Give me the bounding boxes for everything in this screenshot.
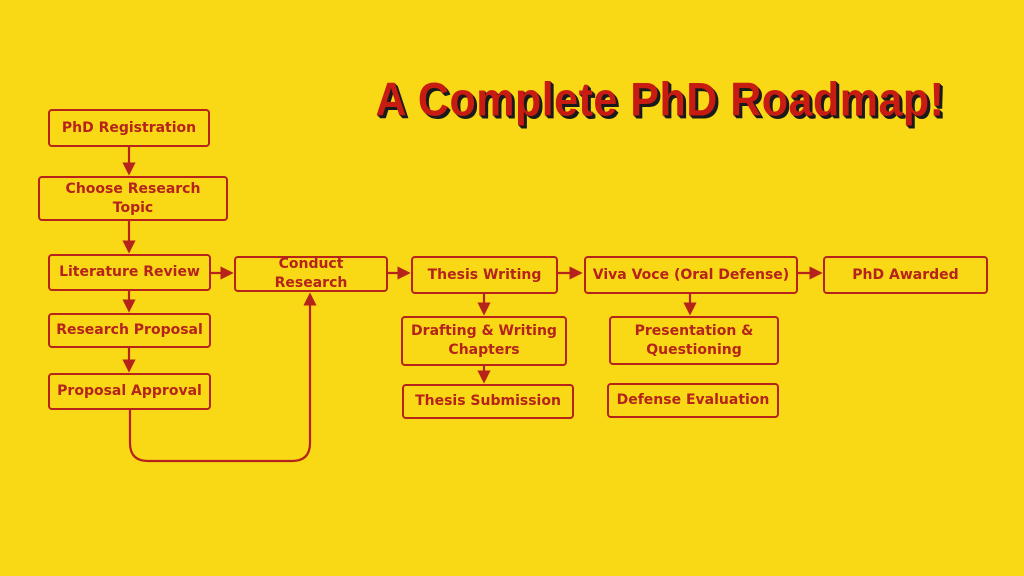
node-proposal-approval-label: Proposal Approval bbox=[57, 383, 202, 399]
node-presentation-questioning-line2: Questioning bbox=[646, 341, 742, 358]
node-thesis-submission: Thesis Submission bbox=[402, 384, 574, 419]
node-conduct-research-label: Conduct Research bbox=[274, 256, 348, 291]
node-thesis-writing-label: Thesis Writing bbox=[427, 266, 542, 283]
node-phd-registration-label: PhD Registration bbox=[61, 119, 197, 136]
node-phd-awarded-label: PhD Awarded bbox=[852, 266, 959, 283]
node-conduct-research: Conduct Research bbox=[234, 256, 388, 292]
node-research-proposal-label: Research Proposal bbox=[56, 322, 203, 338]
node-literature-review-label: Literature Review bbox=[59, 264, 200, 280]
node-drafting-writing-chapters-line2: Chapters bbox=[448, 342, 520, 358]
node-research-proposal: Research Proposal bbox=[48, 313, 211, 348]
node-choose-research-topic-line1: Choose Research bbox=[65, 180, 201, 197]
node-drafting-writing-chapters: Drafting & Writing Chapters bbox=[401, 316, 567, 366]
node-phd-registration: PhD Registration bbox=[48, 109, 210, 147]
node-viva-voce-label: Viva Voce (Oral Defense) bbox=[592, 266, 790, 283]
node-defense-evaluation: Defense Evaluation bbox=[607, 383, 779, 418]
node-proposal-approval: Proposal Approval bbox=[48, 373, 211, 410]
node-drafting-writing-chapters-line1: Drafting & Writing bbox=[411, 323, 557, 339]
node-literature-review: Literature Review bbox=[48, 254, 211, 291]
node-phd-awarded: PhD Awarded bbox=[823, 256, 988, 294]
roadmap-title: A Complete PhD Roadmap! bbox=[375, 73, 945, 127]
node-thesis-writing: Thesis Writing bbox=[411, 256, 558, 294]
node-choose-research-topic: Choose Research Topic bbox=[38, 176, 228, 221]
node-viva-voce: Viva Voce (Oral Defense) bbox=[584, 256, 798, 294]
node-choose-research-topic-line2: Topic bbox=[112, 199, 154, 216]
node-presentation-questioning-line1: Presentation & bbox=[634, 322, 754, 339]
node-defense-evaluation-label: Defense Evaluation bbox=[616, 392, 770, 408]
node-presentation-questioning: Presentation & Questioning bbox=[609, 316, 779, 365]
node-thesis-submission-label: Thesis Submission bbox=[415, 393, 561, 409]
arrow-approval-loop-to-conduct bbox=[128, 292, 317, 463]
